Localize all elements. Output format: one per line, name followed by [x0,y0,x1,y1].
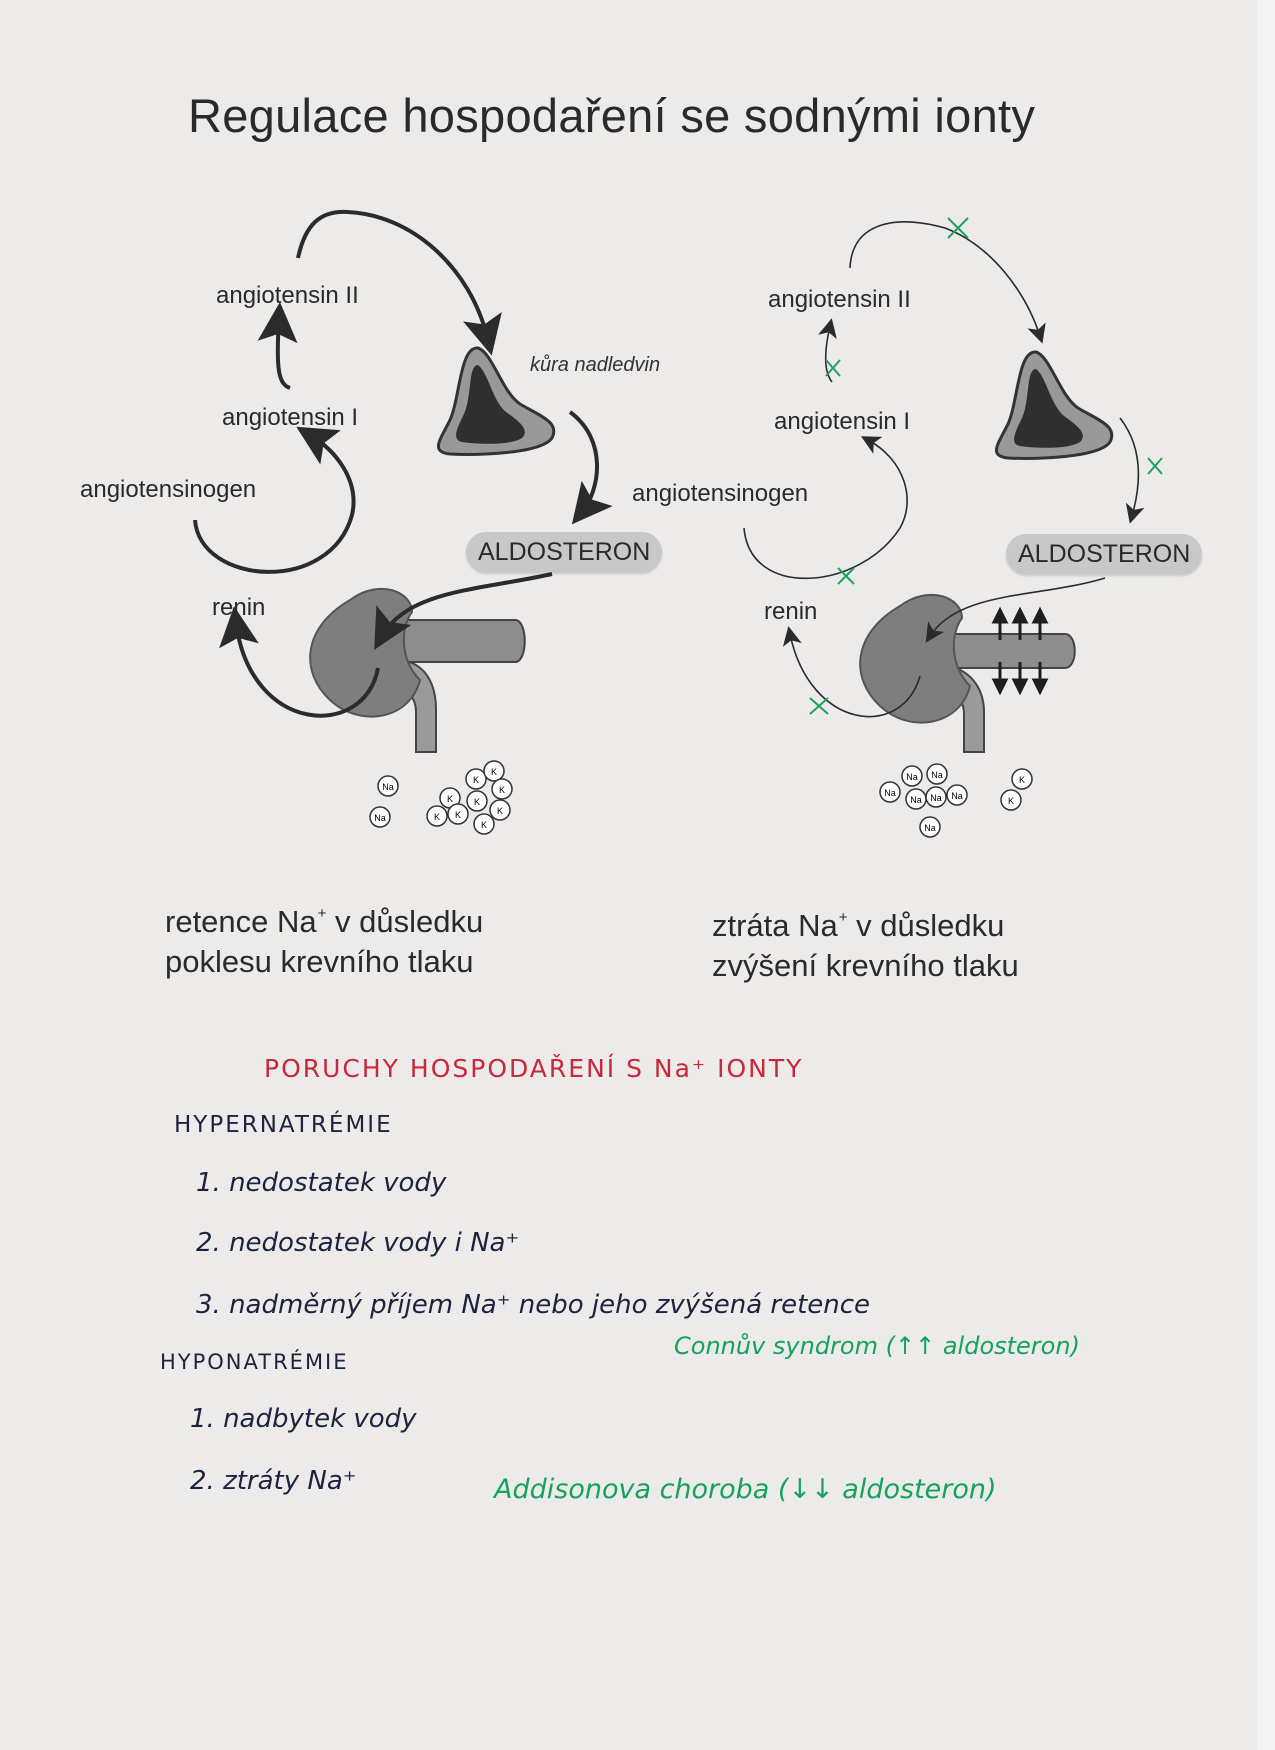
right-aldosterone-pill: ALDOSTERON [1006,534,1203,574]
svg-text:Na: Na [951,791,963,801]
svg-text:K: K [481,820,487,830]
svg-text:K: K [1008,796,1014,806]
right-caption: ztráta Na+ v důsledku zvýšení krevního t… [712,908,1019,983]
svg-text:Na: Na [374,813,386,823]
notes-heading: PORUCHY HOSPODAŘENÍ S Na⁺ IONTY [264,1054,804,1083]
conn-syndrome-note: Connův syndrom (↑↑ aldosteron) [674,1332,1080,1360]
page-title: Regulace hospodaření se sodnými ionty [188,89,1036,142]
sodium-ion-icon: Na Na Na Na Na Na Na [879,763,968,838]
left-angiotensin-ii-label: angiotensin II [216,282,359,309]
hypernatremia-title: HYPERNATRÉMIE [174,1112,393,1138]
svg-text:K: K [473,775,479,785]
hyponatremia-title: HYPONATRÉMIE [160,1350,349,1374]
svg-text:Na: Na [906,772,918,782]
hypo-item-2: 2. ztráty Na⁺ [190,1466,357,1496]
adrenal-gland-icon [995,350,1114,460]
left-diagram: Na Na K K K K K K K K K [193,209,613,835]
hyper-item-3: 3. nadměrný příjem Na⁺ nebo jeho zvýšená… [196,1290,871,1320]
svg-text:K: K [1019,775,1025,785]
adrenal-gland-icon [437,346,556,456]
hypo-item-1: 1. nadbytek vody [190,1404,417,1434]
left-aldosterone-pill: ALDOSTERON [466,532,663,572]
right-angiotensinogen-label: angiotensinogen [632,480,809,507]
svg-text:Na: Na [924,823,936,833]
svg-text:K: K [497,806,503,816]
svg-text:Na: Na [930,793,942,803]
right-diagram: Na Na Na Na Na Na Na K K [743,217,1163,838]
left-caption: retence Na+ v důsledku poklesu krevního … [165,904,484,979]
addison-disease-note: Addisonova choroba (↓↓ aldosteron) [494,1474,997,1505]
svg-text:K: K [434,812,440,822]
svg-text:K: K [499,785,505,795]
potassium-ion-icon: K K [1000,768,1033,811]
hyper-item-2: 2. nedostatek vody i Na⁺ [196,1228,520,1258]
right-renin-label: renin [764,598,818,625]
kidney-icon [309,587,526,753]
left-renin-label: renin [212,594,266,621]
svg-text:Na: Na [910,795,922,805]
right-angiotensin-i-label: angiotensin I [774,408,911,435]
right-angiotensin-ii-label: angiotensin II [768,286,911,313]
blocked-x-icon [809,217,1163,715]
left-angiotensin-i-label: angiotensin I [222,404,359,431]
left-angiotensinogen-label: angiotensinogen [80,476,257,503]
potassium-ion-icon: K K K K K K K K K [426,760,513,835]
svg-text:K: K [447,794,453,804]
adrenal-cortex-label: kůra nadledvin [530,354,661,376]
hyper-item-1: 1. nedostatek vody [196,1168,447,1198]
svg-text:Na: Na [884,788,896,798]
svg-text:Na: Na [382,782,394,792]
svg-text:K: K [491,767,497,777]
svg-text:Na: Na [931,770,943,780]
sodium-ion-icon: Na Na [369,775,399,828]
svg-text:K: K [474,797,480,807]
svg-text:K: K [455,810,461,820]
